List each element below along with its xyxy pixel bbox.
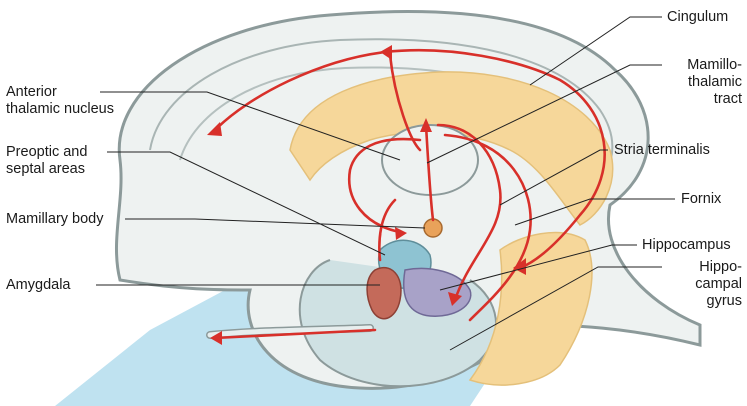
mamillary-body-shape — [424, 219, 442, 237]
label-stria-terminalis: Stria terminalis — [614, 142, 710, 159]
label-mamillothalamic-tract: Mamillo- thalamic tract — [672, 57, 742, 108]
label-amygdala: Amygdala — [6, 277, 70, 294]
label-hippocampus: Hippocampus — [642, 237, 731, 254]
amygdala-shape — [367, 268, 401, 319]
label-hippocampal-gyrus: Hippo- campal gyrus — [666, 259, 742, 310]
label-anterior-thalamic-nucleus: Anterior thalamic nucleus — [6, 84, 114, 118]
label-mamillary-body: Mamillary body — [6, 211, 104, 228]
label-preoptic-septal: Preoptic and septal areas — [6, 144, 87, 178]
label-fornix: Fornix — [681, 191, 721, 208]
label-cingulum: Cingulum — [667, 9, 728, 26]
